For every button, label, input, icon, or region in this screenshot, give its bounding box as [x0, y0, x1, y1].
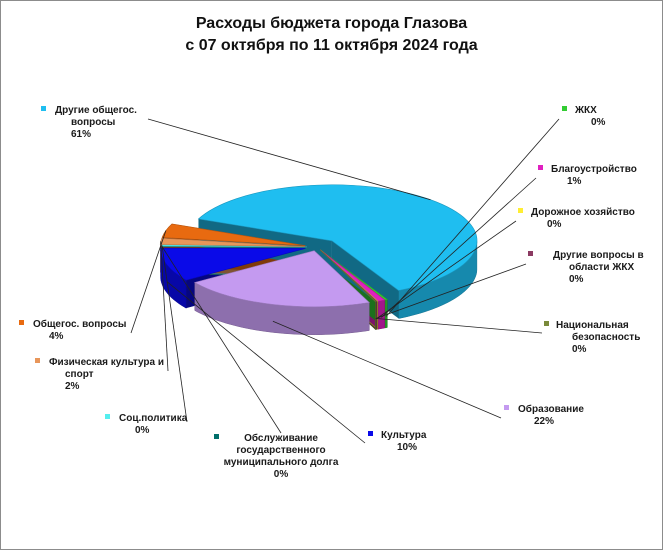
slice-side [377, 299, 385, 330]
leader-line [385, 118, 560, 317]
legend-marker [528, 251, 533, 256]
pie-tops [159, 184, 478, 307]
chart-subtitle: с 07 октября по 11 октября 2024 года [185, 37, 478, 54]
leader-lines [130, 118, 560, 444]
legend-marker [504, 405, 509, 410]
leader-line [160, 241, 169, 372]
legend-marker [518, 208, 523, 213]
slice [319, 249, 377, 302]
legend-marker [538, 165, 543, 170]
leader-line [376, 263, 527, 319]
chart-title: Расходы бюджета города Глазова [195, 15, 468, 32]
slice-side [374, 301, 377, 330]
legend-marker [35, 358, 40, 363]
legend-marker [19, 320, 24, 325]
legend-marker [105, 414, 110, 419]
legend-marker [544, 321, 549, 326]
leader-line [130, 230, 167, 334]
leader-line [377, 220, 517, 319]
legend-marker [562, 106, 567, 111]
leader-line [166, 281, 366, 444]
legend-marker [214, 434, 219, 439]
leader-line [161, 245, 188, 423]
leader-line [381, 177, 537, 318]
legend-marker [368, 431, 373, 436]
leader-line [161, 246, 282, 434]
legend-marker [41, 106, 46, 111]
leader-line [272, 320, 502, 419]
leader-line [147, 118, 431, 201]
leader-line [375, 318, 543, 334]
chart-title-block: Расходы бюджета города Глазова с 07 октя… [1, 13, 662, 57]
slice [160, 247, 306, 281]
slice [194, 250, 370, 307]
